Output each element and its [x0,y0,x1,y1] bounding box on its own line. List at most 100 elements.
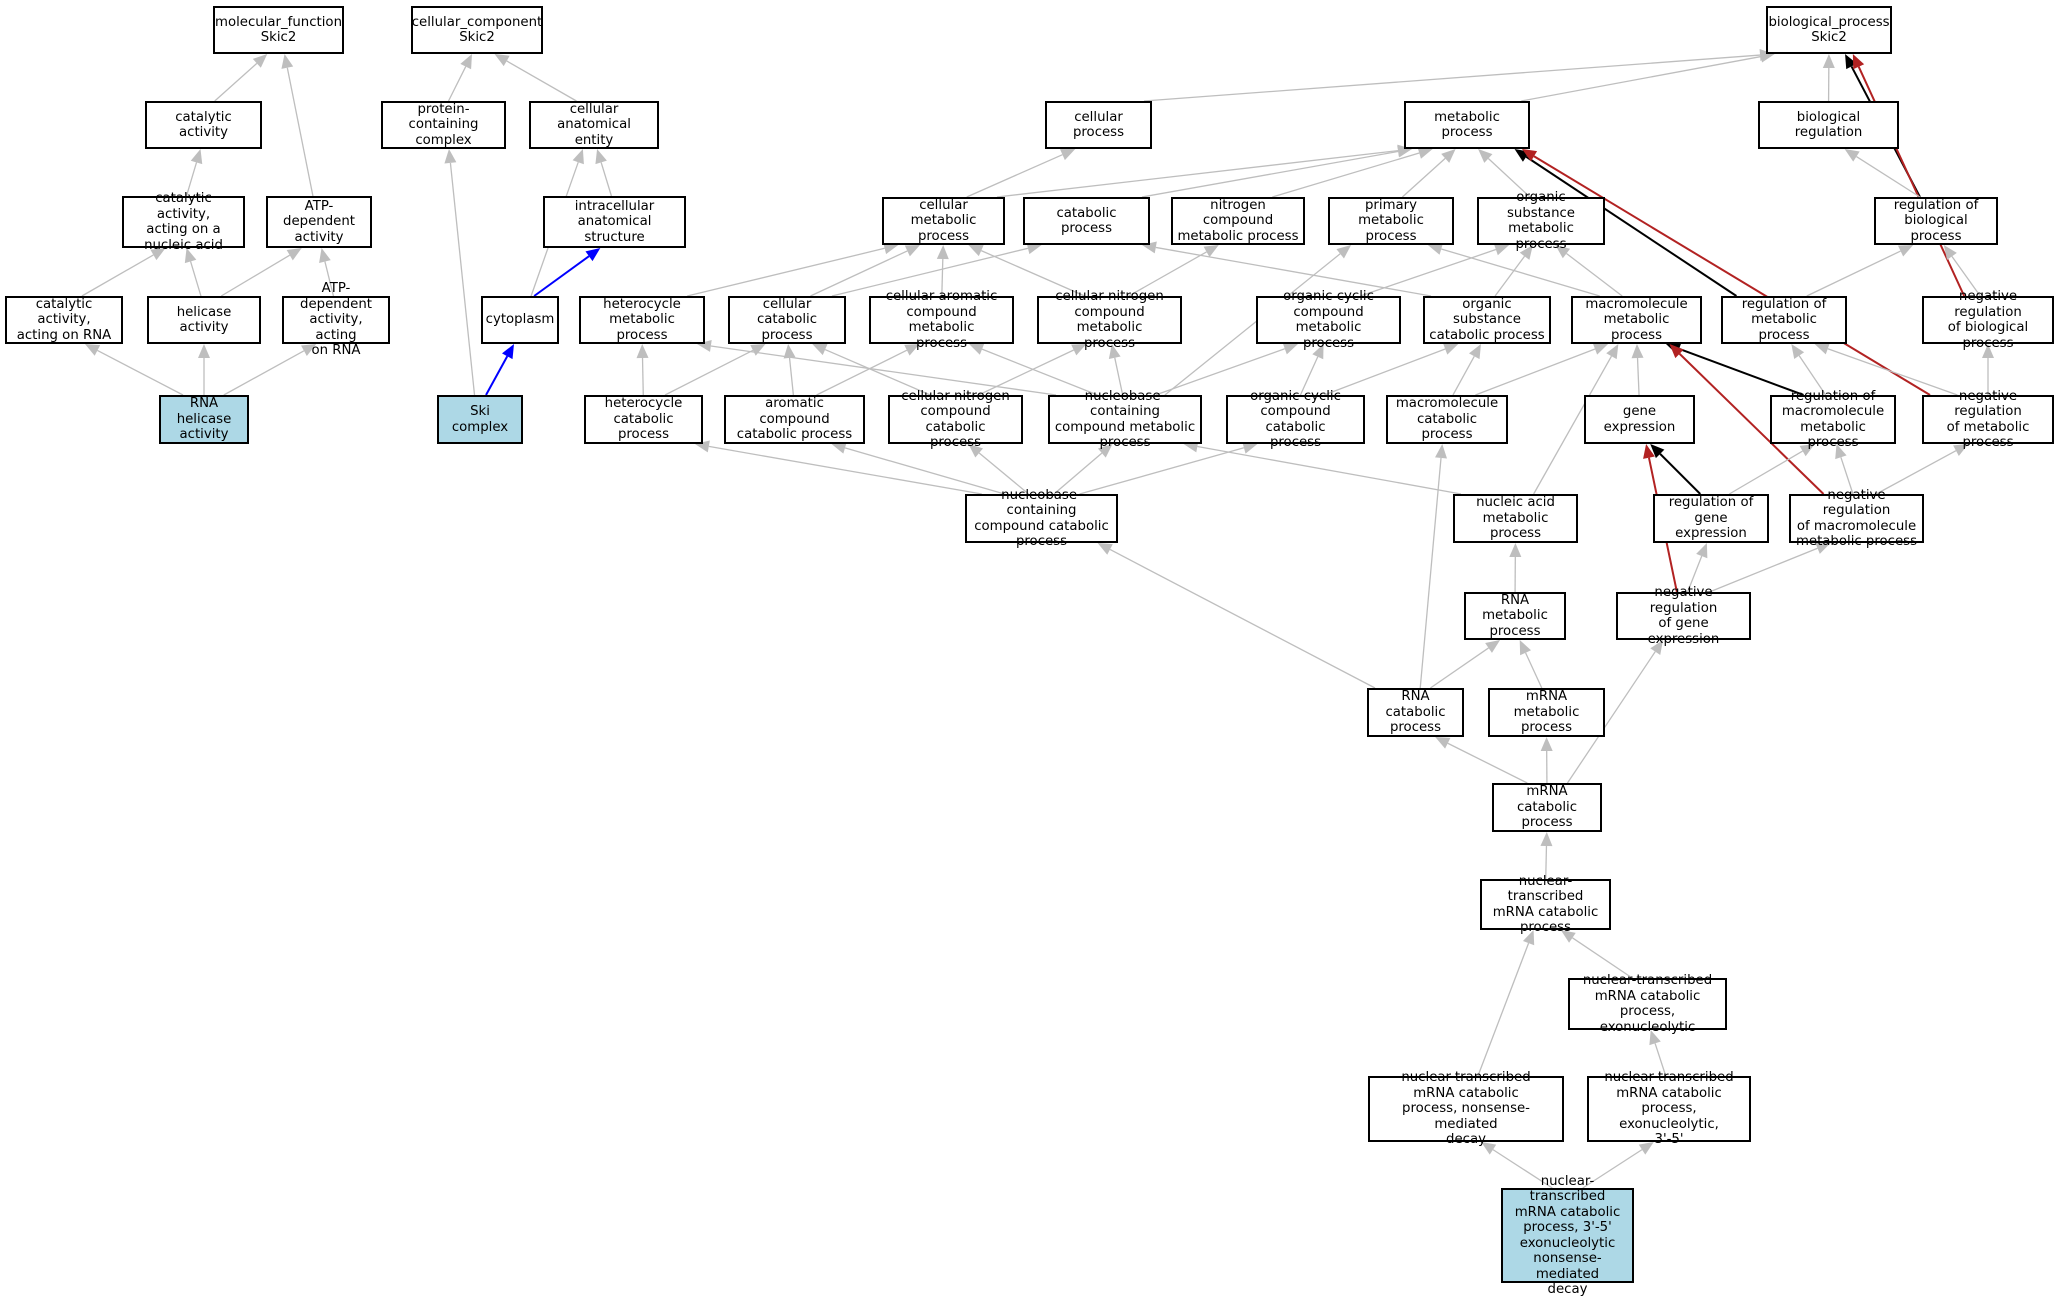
edge-line [1453,356,1474,395]
node-regulation-gene-expression[interactable]: regulation of gene expression [1653,494,1769,543]
edge-gene_expr-to-macro [1632,344,1644,395]
edge-nitro-to-metab [1272,147,1432,197]
edge-bio_reg-to-bp_root [1823,54,1835,101]
edge-line [1430,648,1488,688]
node-negative-regulation-metabolic-process[interactable]: negative regulation of metabolic process [1922,395,2054,444]
node-organic-cyclic-compound-metabolic-process[interactable]: organic cyclic compound metabolic proces… [1256,296,1401,344]
edge-arrowhead [937,245,949,259]
edge-line [790,358,794,395]
edge-line [1420,458,1441,688]
edge-rna_cat-to-nucleo_cat [1098,543,1375,688]
edge-line [1197,446,1461,494]
edge-arrowhead [1469,344,1481,359]
edge-org_cyc_cat-to-org_cyc [1300,344,1323,395]
node-rna-metabolic-process[interactable]: RNA metabolic process [1464,592,1566,640]
edge-line [1441,249,1599,296]
node-catalytic-activity-rna[interactable]: catalytic activity, acting on RNA [5,296,123,344]
edge-line [97,350,183,395]
node-regulation-macromolecule-metabolic-process[interactable]: regulation of macromolecule metabolic pr… [1770,395,1896,444]
node-protein-containing-complex[interactable]: protein-containing complex [381,101,506,149]
edge-reg_metab-to-reg_bio [1807,245,1913,296]
node-mf-root[interactable]: molecular_function Skic2 [213,6,344,54]
node-helicase-activity[interactable]: helicase activity [147,296,261,344]
node-biological-regulation[interactable]: biological regulation [1758,101,1899,149]
node-heterocycle-catabolic-process[interactable]: heterocycle catabolic process [584,395,703,444]
edge-arrowhead [1823,54,1835,68]
node-aromatic-compound-catabolic-process[interactable]: aromatic compound catabolic process [724,395,865,444]
node-regulation-metabolic-process[interactable]: regulation of metabolic process [1721,296,1847,344]
node-atp-dependent-activity[interactable]: ATP-dependent activity [266,196,372,248]
node-bp-root[interactable]: biological_process Skic2 [1766,6,1892,54]
edge-line [601,162,611,196]
node-mrna-metabolic-process[interactable]: mRNA metabolic process [1488,688,1605,737]
edge-arrowhead [319,248,331,263]
edge-arrowhead [287,248,302,260]
node-primary-metabolic-process[interactable]: primary metabolic process [1328,197,1454,245]
edge-rna_cat-to-rna_metab [1430,640,1500,688]
node-cellular-anatomical-entity[interactable]: cellular anatomical entity [529,101,659,149]
edge-line [1638,358,1640,395]
node-nucleobase-containing-compound-metabolic-process[interactable]: nucleobase-containing compound metabolic… [1048,395,1202,444]
edge-atp_dep-to-mf_root [281,54,312,196]
node-catabolic-process[interactable]: catabolic process [1023,197,1150,245]
node-negative-regulation-gene-expression[interactable]: negative regulation of gene expression [1616,592,1751,640]
node-negative-regulation-biological-process[interactable]: negative regulation of biological proces… [1922,296,2054,344]
node-organic-substance-metabolic-process[interactable]: organic substance metabolic process [1477,197,1605,245]
node-macromolecule-catabolic-process[interactable]: macromolecule catabolic process [1386,395,1508,444]
node-ski-complex[interactable]: Ski complex [437,395,523,444]
node-cellular-nitrogen-compound-metabolic-process[interactable]: cellular nitrogen compound metabolic pro… [1037,296,1182,344]
node-nuclear-transcribed-exonucleolytic[interactable]: nuclear-transcribed mRNA catabolic proce… [1568,978,1727,1030]
node-cytoplasm[interactable]: cytoplasm [481,296,559,344]
node-catalytic-activity-nucleic-acid[interactable]: catalytic activity, acting on a nucleic … [122,196,245,248]
node-cellular-nitrogen-compound-catabolic-process[interactable]: cellular nitrogen compound catabolic pro… [888,395,1023,444]
node-nucleic-acid-metabolic-process[interactable]: nucleic acid metabolic process [1453,494,1578,543]
node-gene-expression[interactable]: gene expression [1584,395,1695,444]
edge-line [1478,943,1529,1076]
edge-arrowhead [281,54,293,69]
edge-cell_proc-to-bp_root [1144,49,1774,101]
node-nitrogen-compound-metabolic-process[interactable]: nitrogen compound metabolic process [1171,197,1305,245]
node-organic-substance-catabolic-process[interactable]: organic substance catabolic process [1423,296,1551,344]
edge-line [687,248,884,296]
node-cellular-metabolic-process[interactable]: cellular metabolic process [882,197,1005,245]
edge-arrowhead [1443,343,1458,354]
node-mrna-catabolic-process[interactable]: mRNA catabolic process [1492,783,1602,832]
node-heterocycle-metabolic-process[interactable]: heterocycle metabolic process [579,296,705,344]
edge-arrowhead [1509,543,1521,557]
node-macromolecule-metabolic-process[interactable]: macromolecule metabolic process [1571,296,1702,344]
edge-line [486,356,507,395]
edge-reg_macro-to-reg_metab [1791,344,1825,395]
node-metabolic-process[interactable]: metabolic process [1404,101,1530,149]
node-nuclear-transcribed-nonsense-mediated-decay[interactable]: nuclear-transcribed mRNA catabolic proce… [1368,1076,1564,1142]
node-rna-helicase-activity[interactable]: RNA helicase activity [159,395,249,444]
edge-line [507,61,577,101]
node-cc-root[interactable]: cellular_component Skic2 [411,6,543,54]
node-rna-catabolic-process[interactable]: RNA catabolic process [1367,688,1464,737]
node-intracellular-anatomical-structure[interactable]: intracellular anatomical structure [543,196,686,248]
edge-arrowhead [1632,344,1644,358]
node-nuclear-transcribed-3-5-exonucleolytic-nmd[interactable]: nuclear-transcribed mRNA catabolic proce… [1501,1188,1634,1283]
node-nuclear-transcribed-exonucleolytic-3-5[interactable]: nuclear-transcribed mRNA catabolic proce… [1587,1076,1751,1142]
edge-line [82,255,154,296]
edge-line [1142,151,1398,197]
edge-arom_cat-to-cell_arom [817,344,920,395]
node-cellular-aromatic-compound-metabolic-process[interactable]: cellular aromatic compound metabolic pro… [869,296,1014,344]
node-cellular-process[interactable]: cellular process [1045,101,1152,149]
node-regulation-biological-process[interactable]: regulation of biological process [1874,197,1998,245]
node-atp-dependent-rna[interactable]: ATP-dependent activity, acting on RNA [282,296,390,344]
edge-arrowhead [1606,344,1618,359]
node-cellular-catabolic-process[interactable]: cellular catabolic process [728,296,846,344]
node-nuclear-transcribed-mrna-catabolic-process[interactable]: nuclear-transcribed mRNA catabolic proce… [1480,879,1611,930]
edge-arrowhead [1485,640,1500,653]
edge-neg_metab-to-neg_bio [1982,344,1994,395]
edge-macro_cat-to-macro [1475,343,1608,395]
edge-hetero_cat-to-hetero [637,344,649,395]
edge-nt_exo35-to-nt_exo [1649,1030,1665,1076]
node-organic-cyclic-compound-catabolic-process[interactable]: organic cyclic compound catabolic proces… [1226,395,1365,444]
edge-neg_macro-to-neg_metab [1876,444,1968,494]
node-negative-regulation-macromolecule-metabolic-process[interactable]: negative regulation of macromolecule met… [1789,494,1924,543]
node-catalytic-activity[interactable]: catalytic activity [145,101,262,149]
edge-mrna_metab-to-rna_metab [1520,640,1542,688]
node-nucleobase-containing-compound-catabolic-process[interactable]: nucleobase-containing compound catabolic… [965,494,1118,543]
edge-line [1521,57,1761,101]
